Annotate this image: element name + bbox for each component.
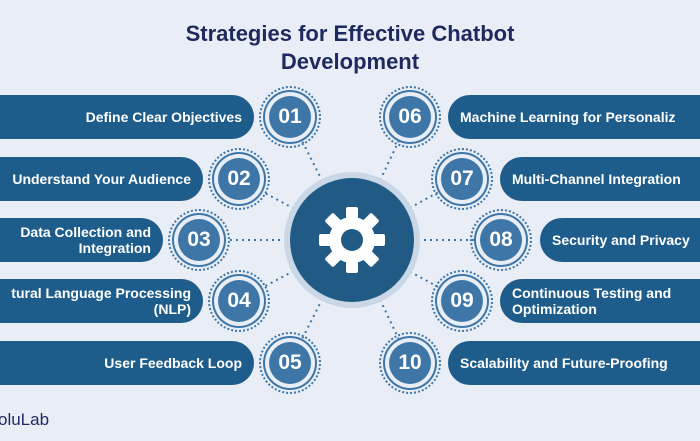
number-badge-06: 06 [379, 86, 441, 148]
strategy-pill-06: Machine Learning for Personaliz [448, 95, 700, 139]
strategy-label: Machine Learning for Personaliz [460, 109, 676, 125]
number-badge-05: 05 [259, 332, 321, 394]
number-badge-02: 02 [208, 148, 270, 210]
strategy-label: Understand Your Audience [12, 171, 191, 187]
strategy-pill-07: Multi-Channel Integration [500, 157, 700, 201]
connector-06 [351, 116, 411, 241]
gear-icon [319, 207, 385, 273]
title-line-1: Strategies for Effective Chatbot [185, 21, 515, 46]
title-line-2: Development [280, 49, 420, 74]
strategy-pill-02: Understand Your Audience [0, 157, 203, 201]
number-badge-04: 04 [208, 270, 270, 332]
strategy-pill-05: User Feedback Loop [0, 341, 254, 385]
brand-logo: oluLab [0, 410, 50, 429]
number-badge-01: 01 [259, 86, 321, 148]
connector-10 [351, 239, 411, 364]
number-badge-10: 10 [379, 332, 441, 394]
strategy-label: Data Collection and Integration [20, 224, 151, 256]
number-badge-08: 08 [470, 209, 532, 271]
strategy-label: Multi-Channel Integration [512, 171, 681, 187]
strategy-pill-10: Scalability and Future-Proofing [448, 341, 700, 385]
strategy-pill-08: Security and Privacy [540, 218, 700, 262]
strategy-pill-03: Data Collection and Integration [0, 218, 163, 262]
number-badge-07: 07 [431, 148, 493, 210]
number-badge-03: 03 [168, 209, 230, 271]
strategy-pill-04: tural Language Processing (NLP) [0, 279, 203, 323]
number-badge-09: 09 [431, 270, 493, 332]
central-hub [290, 178, 414, 302]
page-title: Strategies for Effective Chatbot Develop… [0, 20, 700, 76]
strategy-label: Continuous Testing and Optimization [512, 285, 672, 317]
strategy-label: Scalability and Future-Proofing [460, 355, 668, 371]
strategy-label: tural Language Processing (NLP) [11, 285, 191, 317]
strategy-label: Security and Privacy [552, 232, 690, 248]
strategy-label: Define Clear Objectives [85, 109, 242, 125]
strategy-pill-01: Define Clear Objectives [0, 95, 254, 139]
strategy-pill-09: Continuous Testing and Optimization [500, 279, 700, 323]
strategy-label: User Feedback Loop [104, 355, 242, 371]
